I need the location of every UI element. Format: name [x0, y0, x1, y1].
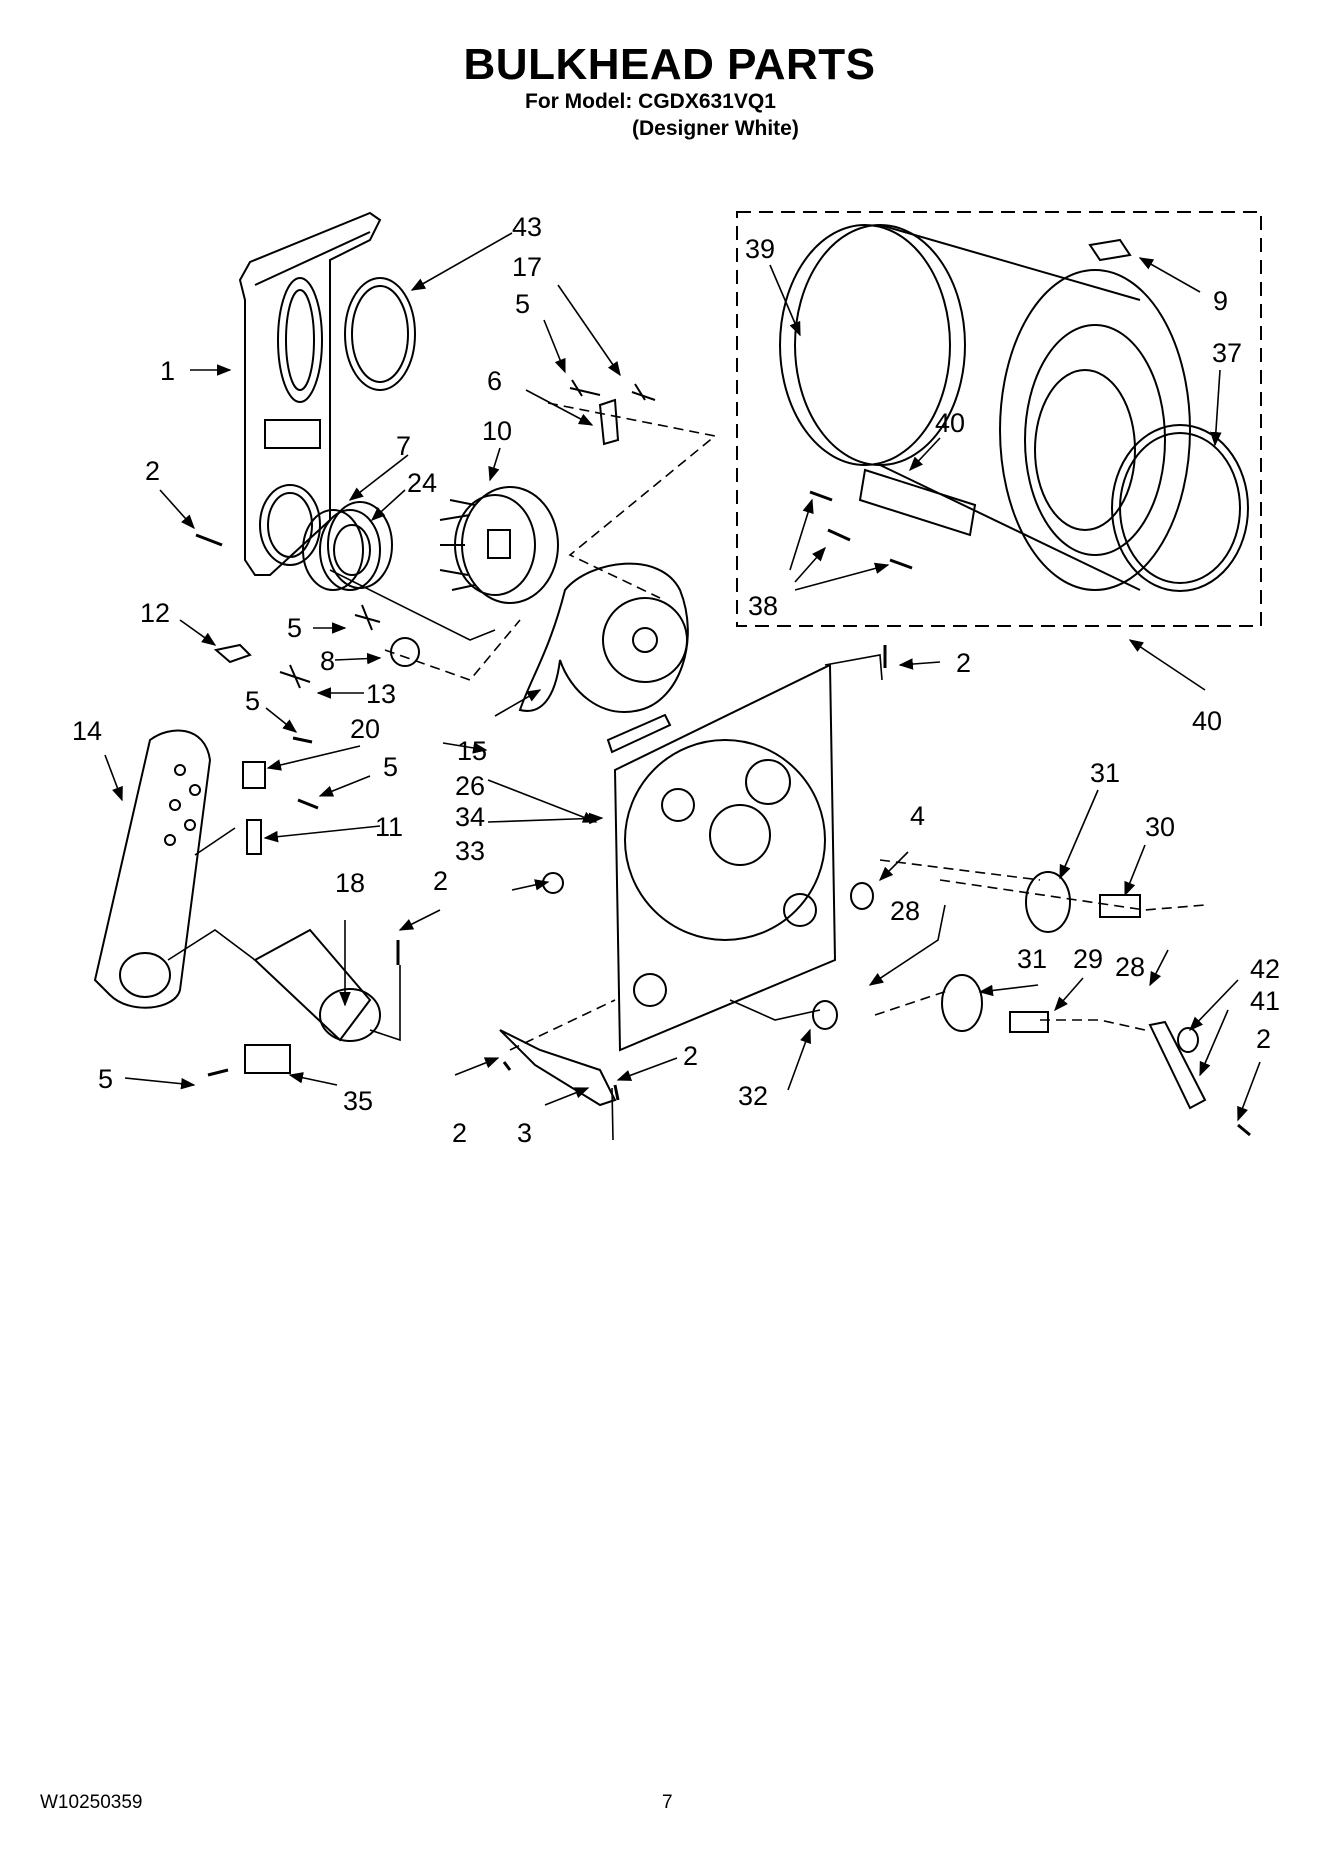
screw-part: [569, 379, 601, 397]
callout-35: 35: [343, 1086, 373, 1116]
callout-32: 32: [738, 1081, 768, 1111]
variant-line: (Designer White): [632, 117, 799, 140]
page-title: BULKHEAD PARTS: [463, 40, 876, 89]
callout-24: 24: [407, 468, 437, 498]
callout-36: 37: [1212, 338, 1242, 368]
fan-wheel-part: [439, 486, 559, 604]
callout-28: 28: [890, 896, 920, 926]
callout-9: 9: [1213, 286, 1228, 316]
washer-part: [850, 882, 874, 910]
callout-15: 11: [375, 812, 403, 842]
duct-part: [93, 729, 212, 1009]
thermistor-part: [246, 819, 262, 855]
callout-5: 5: [245, 686, 260, 716]
callout-26: 26: [455, 771, 485, 801]
callout-40: 40: [935, 408, 965, 438]
roller-part: [941, 974, 983, 1032]
callout-2: 2: [145, 456, 160, 486]
rear-panel-part: [238, 211, 382, 576]
model-line: For Model: CGDX631VQ1: [525, 90, 776, 113]
callout-29: 29: [1073, 944, 1103, 974]
callout-11: 15: [457, 736, 487, 766]
seal-ring-inner: [1119, 432, 1241, 584]
callout-3: 3: [517, 1118, 532, 1148]
thermostat-part: [390, 637, 420, 667]
callout-34: 34: [455, 802, 485, 832]
thermal-fuse-part: [242, 761, 266, 789]
roller-part: [1025, 871, 1071, 933]
washer-part: [1177, 1027, 1199, 1053]
callout-41: 41: [1250, 986, 1280, 1016]
strap-part: [1148, 1020, 1207, 1110]
callout-2: 2: [452, 1118, 467, 1148]
callout-5: 5: [383, 752, 398, 782]
document-id: W10250359: [40, 1792, 143, 1813]
callout-5: 5: [287, 613, 302, 643]
screw-part: [354, 604, 381, 631]
clip-part: [213, 643, 252, 664]
page-number: 7: [662, 1792, 673, 1813]
gasket-part: [344, 277, 416, 391]
clip-part: [1088, 238, 1132, 262]
seal-ring-part: [1111, 424, 1249, 592]
burner-tube-part: [253, 928, 381, 1042]
callout-1: 1: [160, 356, 175, 386]
callout-17: 17: [512, 252, 542, 282]
callout-2: 2: [956, 648, 971, 678]
screw-part: [631, 383, 656, 401]
baffle-part: [858, 468, 977, 537]
callout-2: 2: [433, 866, 448, 896]
callout-labels: 43 17 5 6 1 10 7 2 24 12 5 8 13 5 15 14 …: [72, 212, 1280, 1148]
callout-2: 2: [683, 1041, 698, 1071]
roller-shaft-part: [1099, 894, 1141, 918]
callout-7: 7: [396, 431, 411, 461]
callout-30: 30: [1145, 812, 1175, 842]
callout-31: 31: [1017, 944, 1047, 974]
callout-20: 20: [350, 714, 380, 744]
igniter-part: [244, 1044, 291, 1074]
callout-39: 40: [1192, 706, 1222, 736]
callout-38: 39: [745, 234, 775, 264]
callout-10: 10: [482, 416, 512, 446]
callout-28: 28: [1115, 952, 1145, 982]
washer-part: [812, 1000, 838, 1030]
callout-2: 2: [1256, 1024, 1271, 1054]
drum-part: [779, 224, 1191, 591]
callout-18: 18: [335, 868, 365, 898]
callout-4: 4: [910, 801, 925, 831]
callout-43: 43: [512, 212, 542, 242]
callout-13: 13: [366, 679, 396, 709]
callout-37: 38: [748, 591, 778, 621]
callout-6: 6: [487, 366, 502, 396]
callout-31: 31: [1090, 758, 1120, 788]
callout-12: 12: [140, 598, 170, 628]
roller-shaft-part: [1009, 1011, 1049, 1033]
callout-33: 33: [455, 836, 485, 866]
bulkhead-part: [613, 663, 837, 1052]
callout-42: 42: [1250, 954, 1280, 984]
drum-assembly-box: [736, 211, 1262, 627]
seal-part: [606, 713, 672, 754]
callout-14: 14: [72, 716, 102, 746]
callout-8: 8: [320, 646, 335, 676]
callout-5: 5: [98, 1064, 113, 1094]
bracket-part: [598, 398, 620, 446]
screw-parts: [195, 490, 1251, 1137]
bracket-part: [499, 1029, 617, 1107]
screw-part: [279, 664, 311, 689]
callout-5: 5: [515, 289, 530, 319]
bearing-part: [302, 501, 393, 591]
